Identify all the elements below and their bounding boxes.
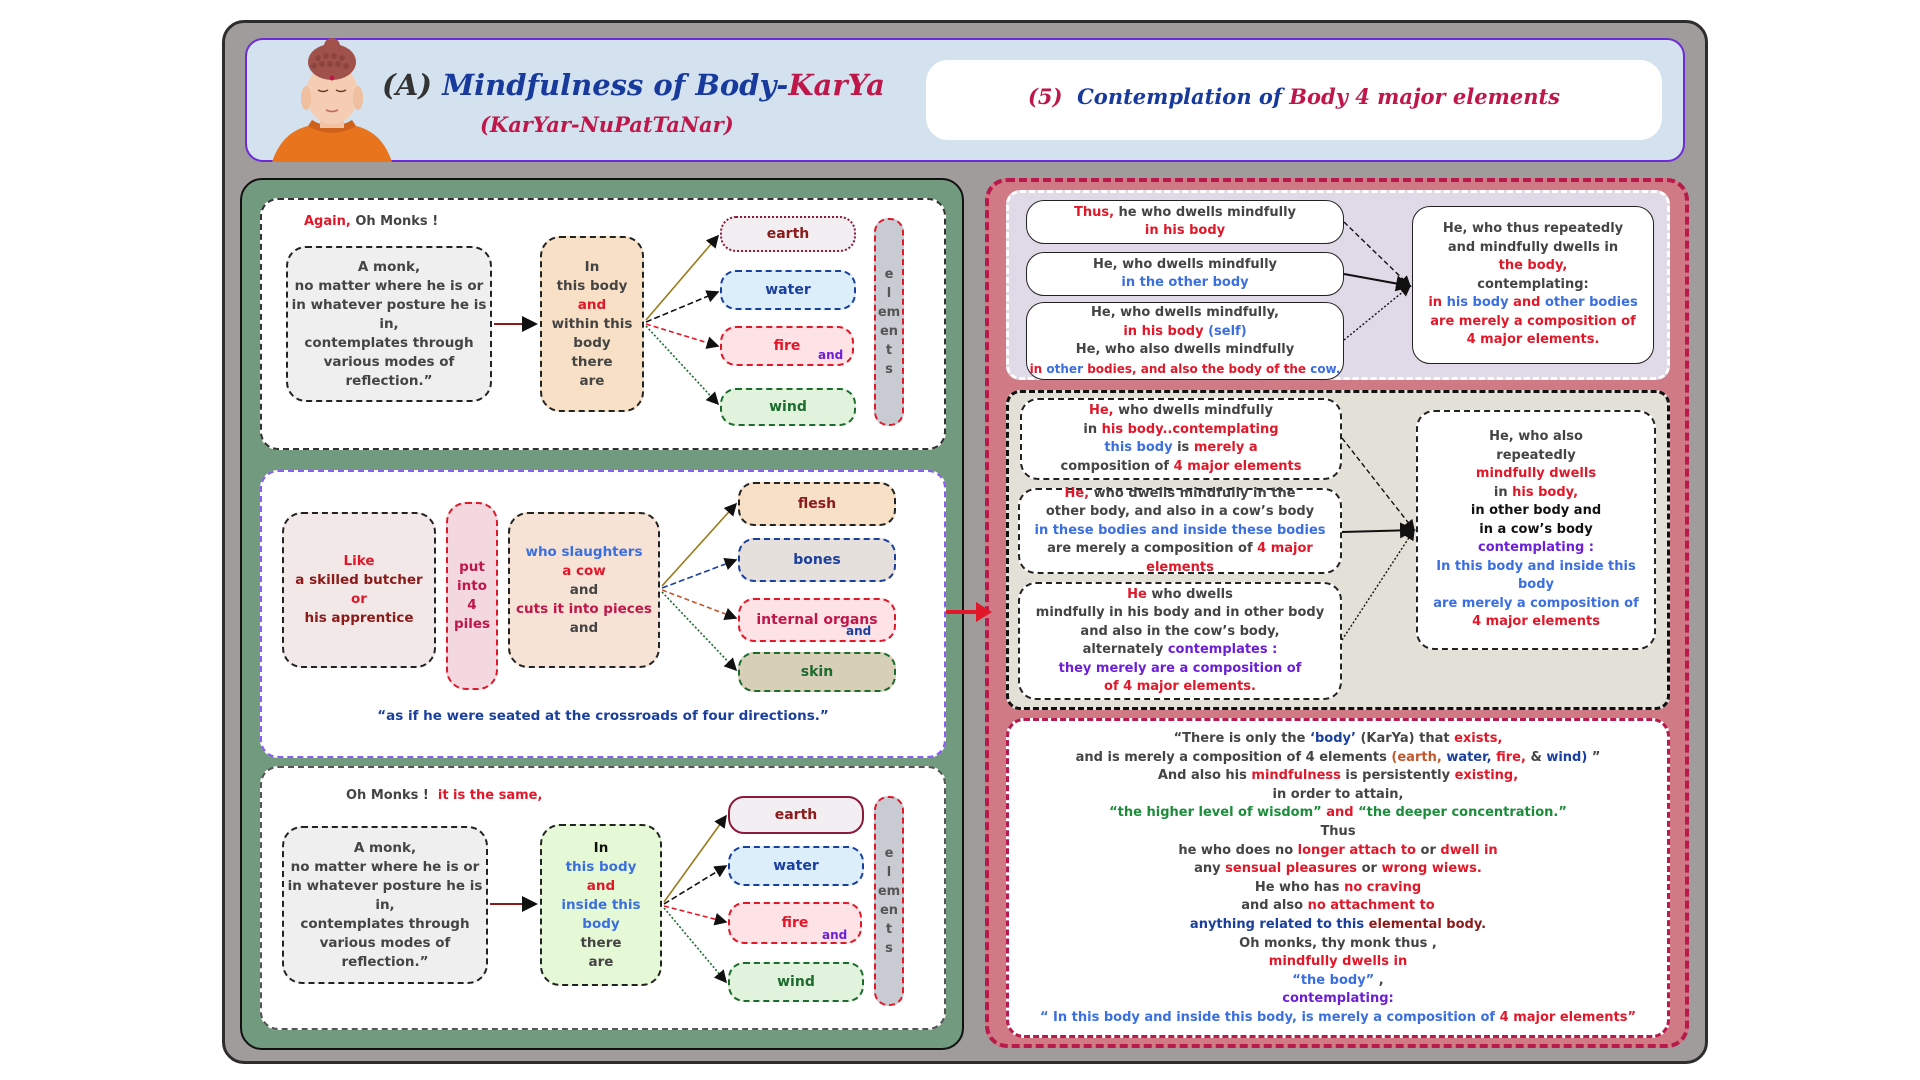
dwell-other-box: He, who dwells mindfully in the other bo…	[1026, 252, 1344, 296]
contemplate-alternate-box: He who dwells mindfully in his body and …	[1018, 582, 1342, 700]
dwell-both-box: He, who dwells mindfully, in his body (s…	[1026, 302, 1344, 380]
intro-again: Again, Oh Monks !	[304, 214, 439, 229]
summary-box-2: He, who also repeatedly mindfully dwells…	[1416, 410, 1656, 650]
page-subtitle: (KarYar-NuPatTaNar)	[480, 112, 734, 137]
element-wind-1: wind	[720, 388, 856, 426]
contemplate-other-box: He, who dwells mindfully in the other bo…	[1018, 486, 1342, 575]
dwell-self-box: Thus, he who dwells mindfully in his bod…	[1026, 200, 1344, 244]
element-earth-1: earth	[720, 216, 856, 252]
element-earth-2: earth	[728, 796, 864, 834]
part-skin: skin	[738, 652, 896, 692]
conclusion-text: “There is only the ‘body’ (KarYa) that e…	[1039, 731, 1637, 1025]
element-water-2: water	[728, 846, 864, 886]
and-label-1: and	[818, 348, 844, 362]
part-flesh: flesh	[738, 482, 896, 526]
section-title-box	[926, 60, 1662, 140]
intro-same: Oh Monks ! it is the same,	[346, 788, 543, 803]
element-water-1: water	[720, 270, 856, 310]
summary-box-1: He, who thus repeatedly and mindfully dw…	[1412, 206, 1654, 364]
conclusion-section	[1006, 718, 1670, 1038]
crossroads-quote: “as if he were seated at the crossroads …	[377, 708, 829, 724]
contemplate-self-box: He, who dwells mindfully in his body..co…	[1020, 398, 1342, 480]
and-label-2: and	[846, 624, 872, 638]
part-bones: bones	[738, 538, 896, 582]
section-title: (5) Contemplation of Body 4 major elemen…	[1027, 84, 1561, 109]
page-title: (A) Mindfulness of Body-KarYa	[382, 68, 885, 102]
element-fire-1: fire	[720, 326, 854, 366]
element-fire-2: fire	[728, 902, 862, 944]
buddha-avatar	[272, 38, 392, 162]
element-wind-2: wind	[728, 962, 864, 1002]
and-label-3: and	[822, 928, 848, 942]
part-internal-organs: internal organs	[738, 598, 896, 642]
